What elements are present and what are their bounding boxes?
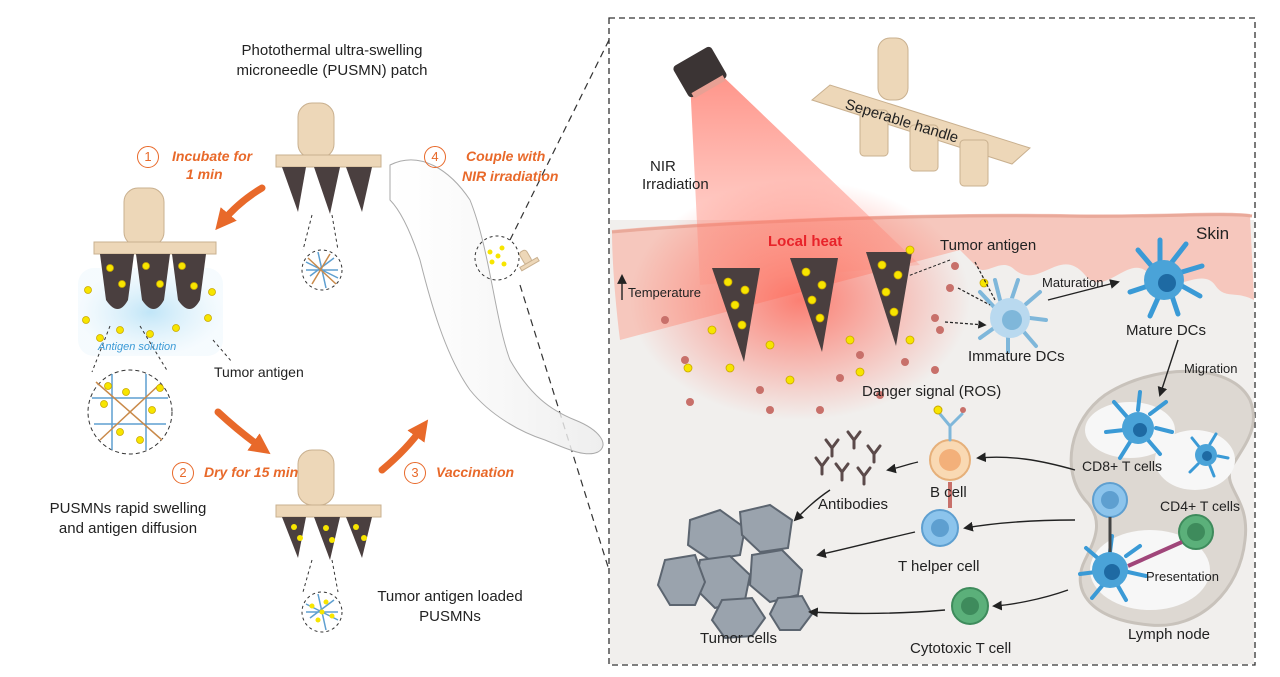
patch-title-line1: Photothermal ultra-swelling <box>241 42 423 59</box>
left-tumor-antigen-label: Tumor antigen <box>214 364 304 380</box>
tumor-cells-label: Tumor cells <box>700 630 777 647</box>
presentation-label: Presentation <box>1146 569 1219 584</box>
skin-label: Skin <box>1196 224 1230 243</box>
immature-dcs-label: Immature DCs <box>968 348 1065 365</box>
loaded-caption-line1: Tumor antigen loaded <box>377 588 523 605</box>
danger-signal-label: Danger signal (ROS) <box>862 383 1002 400</box>
lymph-node-label: Lymph node <box>1128 626 1211 643</box>
nir-beam <box>690 66 920 285</box>
patch-loaded <box>275 449 382 633</box>
step-4-label-line2: NIR irradiation <box>462 168 559 184</box>
antigen-dots-needles <box>683 245 989 385</box>
lymph-dc-small <box>1188 432 1230 478</box>
antibodies-label: Antibodies <box>818 496 889 513</box>
swelling-caption-line1: PUSMNs rapid swelling <box>49 500 207 517</box>
cd4-t-cell <box>1127 514 1214 568</box>
b-cell <box>929 405 971 481</box>
cycle-arrows <box>214 184 429 474</box>
nir-label-line2: Irradiation <box>642 176 709 193</box>
ros-dots <box>661 262 959 414</box>
arm-illustration <box>389 159 604 455</box>
antigen-pointer <box>907 259 951 277</box>
antigen-dots-left <box>82 262 216 444</box>
step-2-number: 2 <box>172 462 194 484</box>
nir-lamp <box>673 46 727 99</box>
detail-panel-frame <box>608 17 1256 666</box>
t-helper-label: T helper cell <box>898 558 980 575</box>
cascade-arrows <box>793 452 1076 618</box>
step-4-number: 4 <box>424 146 446 168</box>
mature-dcs-label: Mature DCs <box>1126 322 1207 339</box>
cytotoxic-label: Cytotoxic T cell <box>910 640 1012 657</box>
maturation-label: Maturation <box>1042 275 1104 290</box>
step-1-label-line1: Incubate for <box>172 148 253 164</box>
maturation-arrow <box>1047 279 1120 301</box>
mature-dc <box>1127 237 1205 319</box>
temperature-label: Temperature <box>628 285 701 300</box>
migration-label: Migration <box>1184 361 1238 376</box>
cd8-t-cell <box>1092 482 1128 552</box>
loaded-caption-line2: PUSMNs <box>419 608 481 625</box>
cd4-label: CD4+ T cells <box>1160 498 1241 514</box>
antigen-to-dc-arrows <box>944 261 996 325</box>
cd8-label: CD8+ T cells <box>1082 458 1163 474</box>
tumor-antigen-label: Tumor antigen <box>940 237 1037 254</box>
zoom-line-top <box>509 39 610 241</box>
step-4-label-line1: Couple with <box>466 148 546 164</box>
migration-arrow <box>1157 339 1179 397</box>
patch-title-line2: microneedle (PUSMN) patch <box>236 62 428 79</box>
t-helper-cell <box>921 482 959 547</box>
step-1-number: 1 <box>137 146 159 168</box>
nir-label-line1: NIR <box>650 158 676 175</box>
separable-handle <box>810 37 1031 187</box>
lymph-follicle <box>1155 430 1235 490</box>
step-3-label: Vaccination <box>436 464 515 480</box>
tumor-cells <box>656 503 814 640</box>
swelling-caption-line2: and antigen diffusion <box>58 520 198 537</box>
lymph-dc <box>1104 390 1174 460</box>
step-3-number: 3 <box>404 462 426 484</box>
antigen-solution-label: Antigen solution <box>98 341 177 353</box>
step-1-label-line2: 1 min <box>186 166 223 182</box>
cytotoxic-t-cell <box>951 587 989 625</box>
immature-dc <box>978 278 1048 354</box>
antibodies <box>814 430 882 486</box>
local-heat-label: Local heat <box>768 233 843 250</box>
patch-top <box>275 102 382 291</box>
step-2-label: Dry for 15 min <box>204 464 299 480</box>
b-cell-label: B cell <box>930 484 967 501</box>
